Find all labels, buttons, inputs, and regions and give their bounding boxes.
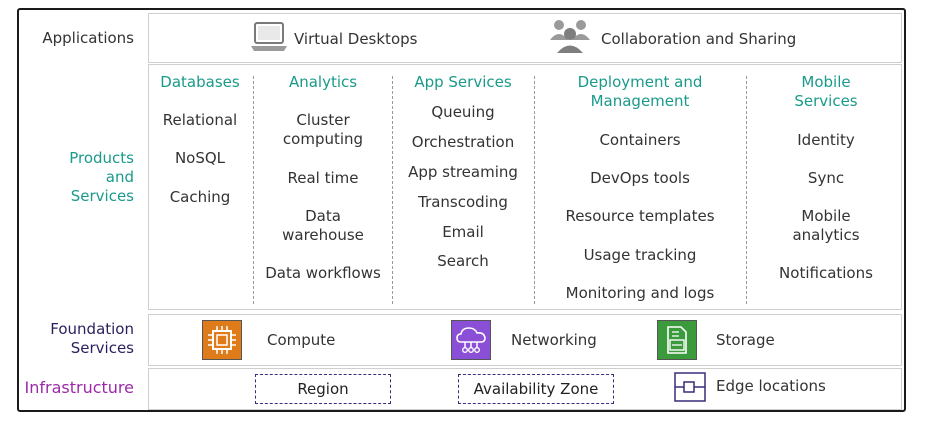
list-item: Cluster xyxy=(296,111,350,129)
compute-label: Compute xyxy=(267,331,336,349)
row-label-products-services: Products and Services xyxy=(69,149,134,205)
list-item: Real time xyxy=(287,169,359,187)
compute-chip-icon xyxy=(202,320,242,360)
collaboration-label: Collaboration and Sharing xyxy=(601,30,797,48)
foundation-services-box xyxy=(148,314,902,366)
list-item: warehouse xyxy=(282,226,364,244)
virtual-desktops-label: Virtual Desktops xyxy=(294,30,418,48)
deployment-heading: Management xyxy=(590,92,690,110)
row-label-foundation-services: Foundation Services xyxy=(50,320,134,357)
products-services-box xyxy=(148,64,902,310)
region-box: Region xyxy=(255,374,391,404)
list-item: DevOps tools xyxy=(590,169,690,187)
list-item: Queuing xyxy=(431,103,495,121)
list-item: Relational xyxy=(162,111,238,129)
list-item: Orchestration xyxy=(411,133,515,151)
app-services-heading: App Services xyxy=(414,73,512,91)
list-item: App streaming xyxy=(408,163,518,181)
column-separator xyxy=(392,76,393,304)
list-item: Mobile xyxy=(801,207,851,225)
list-item: computing xyxy=(282,130,364,148)
list-item: Usage tracking xyxy=(583,246,697,264)
list-item: Data workflows xyxy=(265,264,381,282)
availability-zone-box: Availability Zone xyxy=(458,374,614,404)
edge-location-icon xyxy=(674,372,706,402)
laptop-icon xyxy=(251,22,287,51)
storage-label: Storage xyxy=(716,331,775,349)
row-label-infrastructure: Infrastructure xyxy=(24,378,134,397)
column-separator xyxy=(746,76,747,304)
availability-zone-label: Availability Zone xyxy=(473,380,599,398)
storage-icon xyxy=(657,320,697,360)
list-item: Search xyxy=(437,252,489,270)
list-item: Caching xyxy=(169,188,231,206)
list-item: Notifications xyxy=(779,264,873,282)
databases-heading: Databases xyxy=(160,73,240,91)
users-group-icon xyxy=(550,20,590,53)
edge-locations-label: Edge locations xyxy=(716,377,826,395)
row-label-applications: Applications xyxy=(42,29,134,47)
networking-cloud-icon xyxy=(451,320,491,360)
list-item: NoSQL xyxy=(174,149,226,167)
list-item: Email xyxy=(442,223,484,241)
list-item: Data xyxy=(305,207,341,225)
list-item: Resource templates xyxy=(565,207,715,225)
region-label: Region xyxy=(297,380,349,398)
deployment-heading: Deployment and xyxy=(577,73,703,91)
list-item: Monitoring and logs xyxy=(565,284,715,302)
analytics-heading: Analytics xyxy=(288,73,358,91)
networking-label: Networking xyxy=(511,331,597,349)
list-item: analytics xyxy=(792,226,860,244)
list-item: Transcoding xyxy=(418,193,508,211)
mobile-heading: Services xyxy=(794,92,858,110)
list-item: Sync xyxy=(807,169,845,187)
list-item: Identity xyxy=(797,131,855,149)
mobile-heading: Mobile xyxy=(801,73,851,91)
list-item: Containers xyxy=(599,131,681,149)
column-separator xyxy=(534,76,535,304)
column-separator xyxy=(253,76,254,304)
